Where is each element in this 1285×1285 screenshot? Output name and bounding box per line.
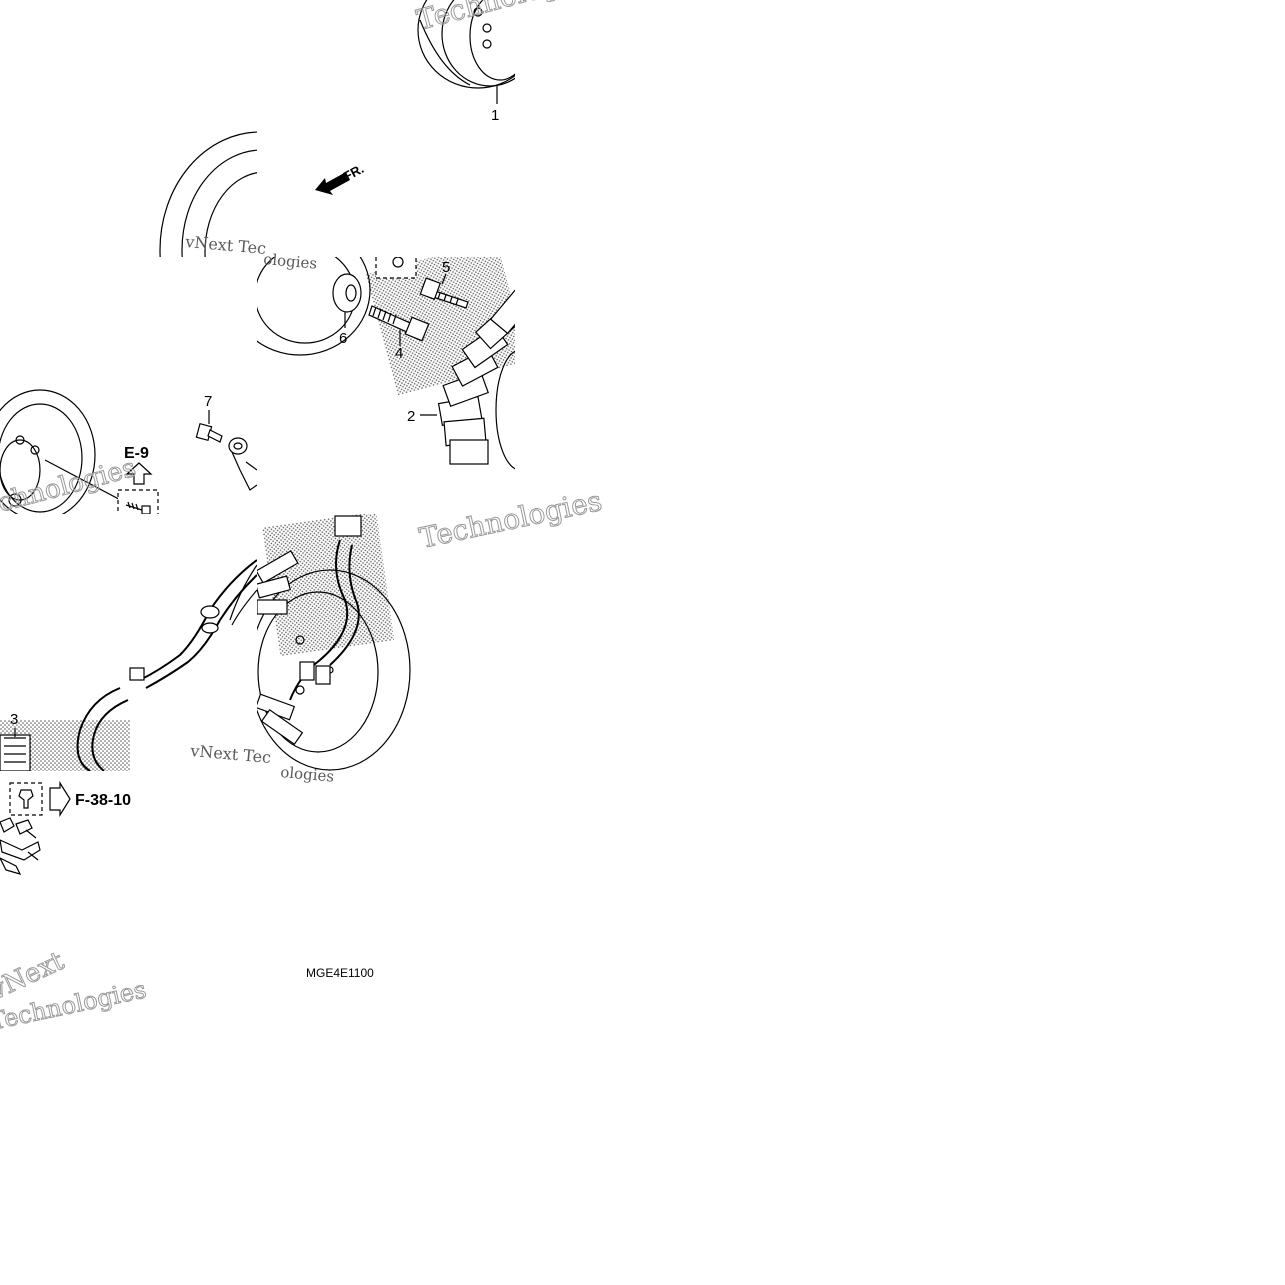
arrow-right-icon — [49, 780, 71, 818]
stator-assembly — [257, 257, 515, 470]
reference-e9: E-9 — [124, 445, 149, 462]
part-label-3: 3 — [10, 711, 18, 728]
part-label-7: 7 — [204, 393, 212, 410]
flywheel-top-view — [417, 0, 515, 89]
watermarks: Technologies vNext Tec ologies Technolog… — [0, 0, 605, 1036]
svg-text:vNext Tec: vNext Tec — [184, 232, 267, 258]
part-label-4: 4 — [395, 345, 403, 362]
svg-text:vNext Tec: vNext Tec — [189, 741, 272, 767]
part-label-6: 6 — [339, 330, 347, 347]
wire-harness — [0, 559, 257, 771]
part-label-1: 1 — [491, 107, 499, 124]
drawing-code: MGE4E1100 — [306, 966, 374, 980]
svg-text:ologies: ologies — [263, 250, 318, 273]
arrow-up-icon — [125, 462, 153, 485]
stator-wiring-view — [257, 514, 411, 771]
flywheel-lower-view — [0, 389, 257, 514]
front-direction-arrow-icon — [315, 172, 350, 195]
svg-text:Technologies: Technologies — [413, 0, 601, 37]
part-label-2: 2 — [407, 408, 415, 425]
svg-text:ologies: ologies — [280, 763, 335, 786]
part-label-5: 5 — [442, 259, 450, 276]
bolt-icon — [18, 789, 34, 809]
svg-text:Technologies: Technologies — [417, 484, 605, 555]
reference-f3810: F-38-10 — [75, 792, 131, 809]
flywheel-side-view — [159, 131, 257, 257]
connector-terminals — [0, 817, 41, 875]
